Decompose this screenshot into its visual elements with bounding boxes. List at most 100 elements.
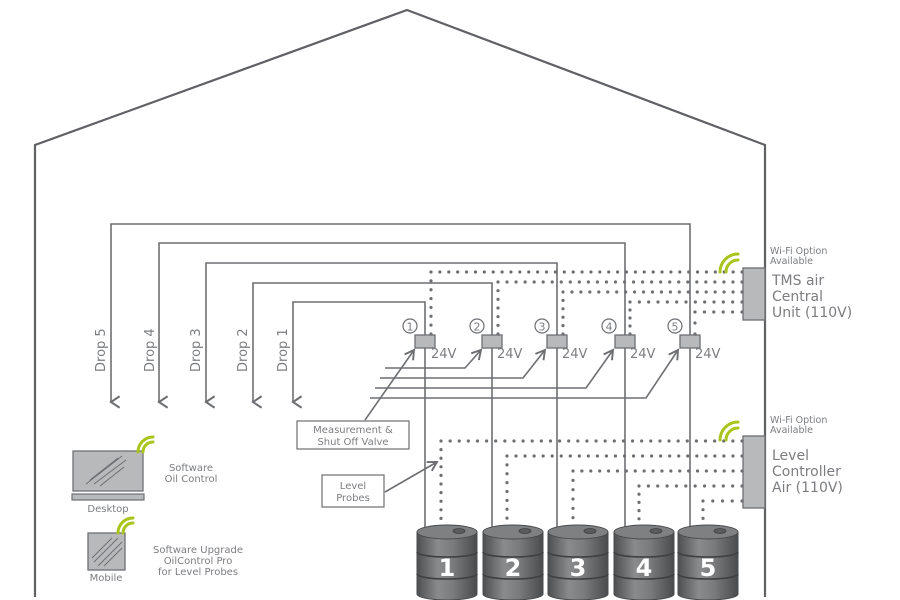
level-signal-dot-1: [439, 465, 443, 469]
level-signal-dot-2: [640, 454, 645, 458]
level-signal-dot-1: [439, 499, 443, 503]
valve-3: 3 24V: [534, 318, 588, 362]
level-signal-dot-2: [659, 454, 663, 458]
tms-signal-dot-2: [496, 289, 500, 293]
tms-signal-dot-2: [496, 306, 500, 310]
level-signal-dot-1: [676, 439, 680, 443]
valve-arrow-3: [380, 348, 547, 379]
level-signal-dot-4: [646, 484, 650, 488]
level-signal-dot-1: [439, 482, 443, 486]
tms-signal-dot-2: [731, 280, 735, 284]
tms-signal-dot-2: [659, 280, 663, 284]
tms-signal-dot-4: [684, 300, 688, 304]
tms-signal-dot-2: [505, 280, 509, 284]
level-signal-dot-4: [656, 484, 660, 488]
tms-signal-dot-1: [536, 270, 540, 274]
tms-signal-dot-3: [615, 290, 619, 294]
level-signal-dot-2: [577, 454, 581, 458]
tms-signal-dot-3: [624, 290, 628, 294]
tms-signal-dot-2: [668, 280, 672, 284]
tms-signal-dot-1: [704, 270, 709, 274]
level-name-line3: Air (110V): [772, 480, 843, 496]
level-signal-dot-1: [649, 439, 653, 443]
drop-pipe-5: [111, 223, 691, 530]
level-signal-dot-2: [550, 454, 554, 458]
level-signal-dot-3: [615, 469, 620, 473]
level-signal-dot-2: [677, 454, 681, 458]
level-signal-dot-3: [571, 506, 575, 510]
barrel-3: 3: [547, 524, 609, 600]
level-signal-dot-4: [674, 484, 679, 488]
valve-number-circle: [667, 318, 683, 334]
drop-label-1: Drop 1: [276, 328, 291, 372]
level-signal-dot-2: [704, 454, 708, 458]
tms-signal-dot-1: [429, 270, 433, 274]
level-signal-dot-1: [576, 439, 580, 443]
level-signal-dot-1: [621, 439, 626, 443]
level-signal-dot-1: [539, 439, 543, 443]
tms-signal-dot-2: [677, 280, 681, 284]
mobile-software-line2: OilControl Pro: [164, 556, 233, 567]
valve-voltage: 24V: [497, 347, 523, 362]
drop-label-3: Drop 3: [189, 328, 204, 372]
wifi-icon: [718, 252, 740, 274]
tms-signal-dot-1: [544, 270, 549, 274]
tms-signal-dot-1: [571, 270, 575, 274]
tms-signal-dot-2: [695, 280, 699, 284]
tms-signal-dot-5: [702, 310, 707, 314]
tms-signal-dot-2: [496, 280, 500, 284]
tms-signal-dot-2: [523, 280, 527, 284]
probes-callout-arrow: [384, 461, 439, 493]
tms-signal-dot-3: [588, 290, 592, 294]
tms-wifi-line1: Wi-Fi Option: [770, 246, 827, 257]
level-signal-dot-1: [494, 439, 498, 443]
tms-signal-dot-4: [628, 316, 632, 320]
mobile-software-line1: Software Upgrade: [153, 545, 243, 556]
valve-callout-line1: Measurement &: [313, 425, 393, 436]
tms-signal-dot-2: [586, 280, 590, 284]
tms-signal-dot-1: [651, 270, 655, 274]
tms-signal-dot-2: [704, 280, 708, 284]
tms-signal-dot-2: [613, 280, 618, 284]
tms-signal-dot-2: [568, 280, 572, 284]
level-signal-dot-2: [686, 454, 690, 458]
level-signal-dot-2: [668, 454, 672, 458]
valve-5: 5 24V: [667, 318, 721, 362]
level-signal-dot-2: [586, 454, 590, 458]
tms-signal-dot-3: [695, 290, 699, 294]
drop-pipes: [111, 223, 691, 530]
level-signal-dot-3: [571, 478, 575, 482]
level-signal-dot-5: [701, 508, 705, 512]
level-signal-dot-2: [532, 454, 536, 458]
tms-signal-dot-1: [669, 270, 673, 274]
tms-signal-dot-3: [561, 290, 565, 294]
level-signal-dot-1: [731, 439, 735, 443]
valve-arrow-2: [385, 348, 483, 369]
level-signal-dot-1: [594, 439, 598, 443]
tms-name-line1: TMS air: [771, 273, 824, 289]
probes-callout: Level Probes: [321, 461, 439, 508]
level-signal-dot-4: [721, 484, 725, 488]
level-signal-dot-3: [722, 469, 726, 473]
valve-number: 3: [539, 321, 546, 334]
tms-signal-dot-1: [438, 270, 442, 274]
level-signal-dot-5: [720, 499, 725, 503]
tms-signal-dot-1: [562, 270, 566, 274]
tms-signal-dot-2: [496, 323, 500, 327]
level-signal-dot-4: [637, 484, 641, 488]
barrel-number: 3: [570, 554, 587, 582]
tms-signal-dot-1: [687, 270, 691, 274]
barrel-number: 1: [439, 554, 456, 582]
level-signal-dot-4: [637, 492, 641, 496]
barrel-number: 5: [700, 554, 717, 582]
tms-signal-dot-1: [429, 323, 433, 327]
tms-signal-dot-4: [628, 324, 632, 328]
tms-signal-dot-2: [640, 280, 645, 284]
level-signal-dot-1: [703, 439, 708, 443]
barrel-number: 4: [636, 554, 653, 582]
tms-signal-dot-2: [686, 280, 690, 284]
valve-body: [414, 334, 436, 349]
tms-signal-dot-1: [678, 270, 682, 274]
